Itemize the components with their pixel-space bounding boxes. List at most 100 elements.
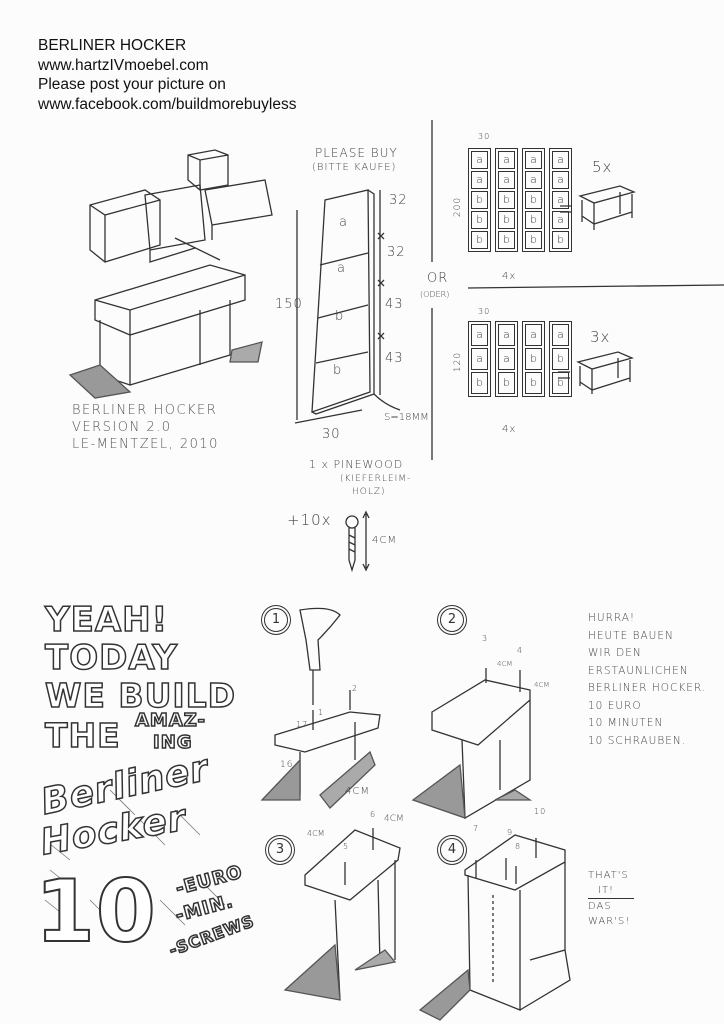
measure-label: 4CM [534, 681, 550, 689]
measure-label: 4CM [345, 786, 370, 797]
screws-count: +10x [287, 511, 332, 529]
screw-number: 10 [534, 807, 547, 816]
step-4-sketch [418, 834, 571, 1021]
cut-piece: b [525, 191, 542, 209]
note-line: 10 MINUTEN [588, 717, 664, 729]
divider [467, 284, 724, 289]
cut-piece: a [471, 151, 488, 169]
step-2-sketch [411, 668, 533, 820]
poster-line: ING [152, 731, 193, 754]
step-1-number: 1 [264, 608, 288, 632]
poster-line: TODAY [44, 637, 178, 679]
title: BERLINER HOCKER [38, 37, 187, 54]
cut-piece: a [471, 171, 488, 189]
cut-piece: b [525, 231, 542, 249]
closing-line: WAR'S! [588, 916, 631, 927]
segment-label: b [333, 363, 343, 378]
screw-number: 9 [507, 828, 514, 837]
poster-unit: -EURO [173, 861, 246, 901]
screw-number: 4 [517, 646, 524, 655]
board-count: 4x [502, 271, 517, 282]
cut-piece: b [471, 231, 488, 249]
material-line: (KIEFERLEIM- [340, 474, 412, 484]
measure-label: 17 [296, 720, 309, 729]
note-line: BERLINER HOCKER. [588, 682, 707, 694]
cut-piece: a [552, 211, 569, 229]
cut-piece: b [525, 372, 542, 394]
cut-height: 200 [453, 196, 464, 218]
cut-piece: a [525, 151, 542, 169]
screw-number: 8 [515, 842, 522, 851]
measure-label: 4CM [384, 814, 404, 824]
design-caption: BERLINER HOCKER VERSION 2.0 LE-MENTZEL, … [72, 402, 219, 453]
screw-number: 5 [343, 842, 350, 851]
facebook-link[interactable]: www.facebook.com/buildmorebuyless [38, 95, 297, 113]
screw-number: 2 [352, 684, 359, 693]
poster-lettering: YEAH! TODAY WE BUILD THE AMAZ- ING Berli… [34, 599, 258, 990]
segment-label: a [337, 261, 346, 276]
stool-count: 3x [590, 328, 611, 346]
cut-piece: a [471, 348, 488, 370]
cut-piece: a [552, 151, 569, 169]
cut-piece: b [498, 372, 515, 394]
cut-piece: a [471, 324, 488, 346]
segment-label: b [335, 309, 345, 324]
cut-piece: a [498, 348, 515, 370]
segment-length: 43 [385, 351, 404, 366]
cut-piece: a [498, 151, 515, 169]
screw-number: 3 [482, 634, 489, 643]
step-3-number: 3 [268, 838, 292, 862]
cut-piece: b [552, 348, 569, 370]
material-line: HOLZ) [352, 487, 386, 497]
cut-width: 30 [478, 132, 491, 141]
cut-piece: b [498, 191, 515, 209]
cut-piece: b [498, 211, 515, 229]
post-prompt: Please post your picture on [38, 76, 226, 93]
cut-piece: a [525, 324, 542, 346]
note-line: HEUTE BAUEN [588, 629, 674, 642]
step-1-sketch [260, 607, 381, 809]
note-line: ERSTAUNLICHEN [588, 664, 689, 677]
segment-length: 32 [387, 245, 406, 260]
board-height: 150 [275, 297, 303, 312]
board-thickness: S=18MM [384, 412, 429, 423]
board-sketch [294, 120, 433, 460]
screw-length: 4CM [372, 535, 397, 546]
note-line: WIR DEN [588, 647, 642, 659]
screw-number: 1 [318, 708, 325, 717]
closing-line: DAS [588, 901, 612, 912]
poster-line: WE BUILD [44, 675, 237, 716]
cut-piece: b [498, 231, 515, 249]
closing-line: THAT'S [588, 870, 629, 881]
cut-piece: b [525, 211, 542, 229]
cut-width: 30 [478, 307, 491, 316]
caption-line: LE-MENTZEL, 2010 [72, 437, 219, 452]
measure-label: 4CM [307, 829, 325, 838]
caption-line: VERSION 2.0 [72, 420, 172, 435]
website-link[interactable]: www.hartzIVmoebel.com [38, 56, 209, 74]
step-3-sketch [283, 828, 401, 1001]
cut-piece: a [498, 171, 515, 189]
cut-piece: b [471, 211, 488, 229]
poster-line: YEAH! [44, 599, 169, 641]
cut-piece: b [552, 372, 569, 394]
poster-line: THE [44, 715, 121, 756]
screw-icon [345, 510, 370, 573]
note-line: 10 SCHRAUBEN. [588, 734, 687, 747]
cut-piece: a [552, 171, 569, 189]
step-4-number: 4 [440, 838, 464, 862]
closing-notes: THAT'S IT! DAS WAR'S! [588, 868, 634, 929]
cut-piece: a [552, 324, 569, 346]
